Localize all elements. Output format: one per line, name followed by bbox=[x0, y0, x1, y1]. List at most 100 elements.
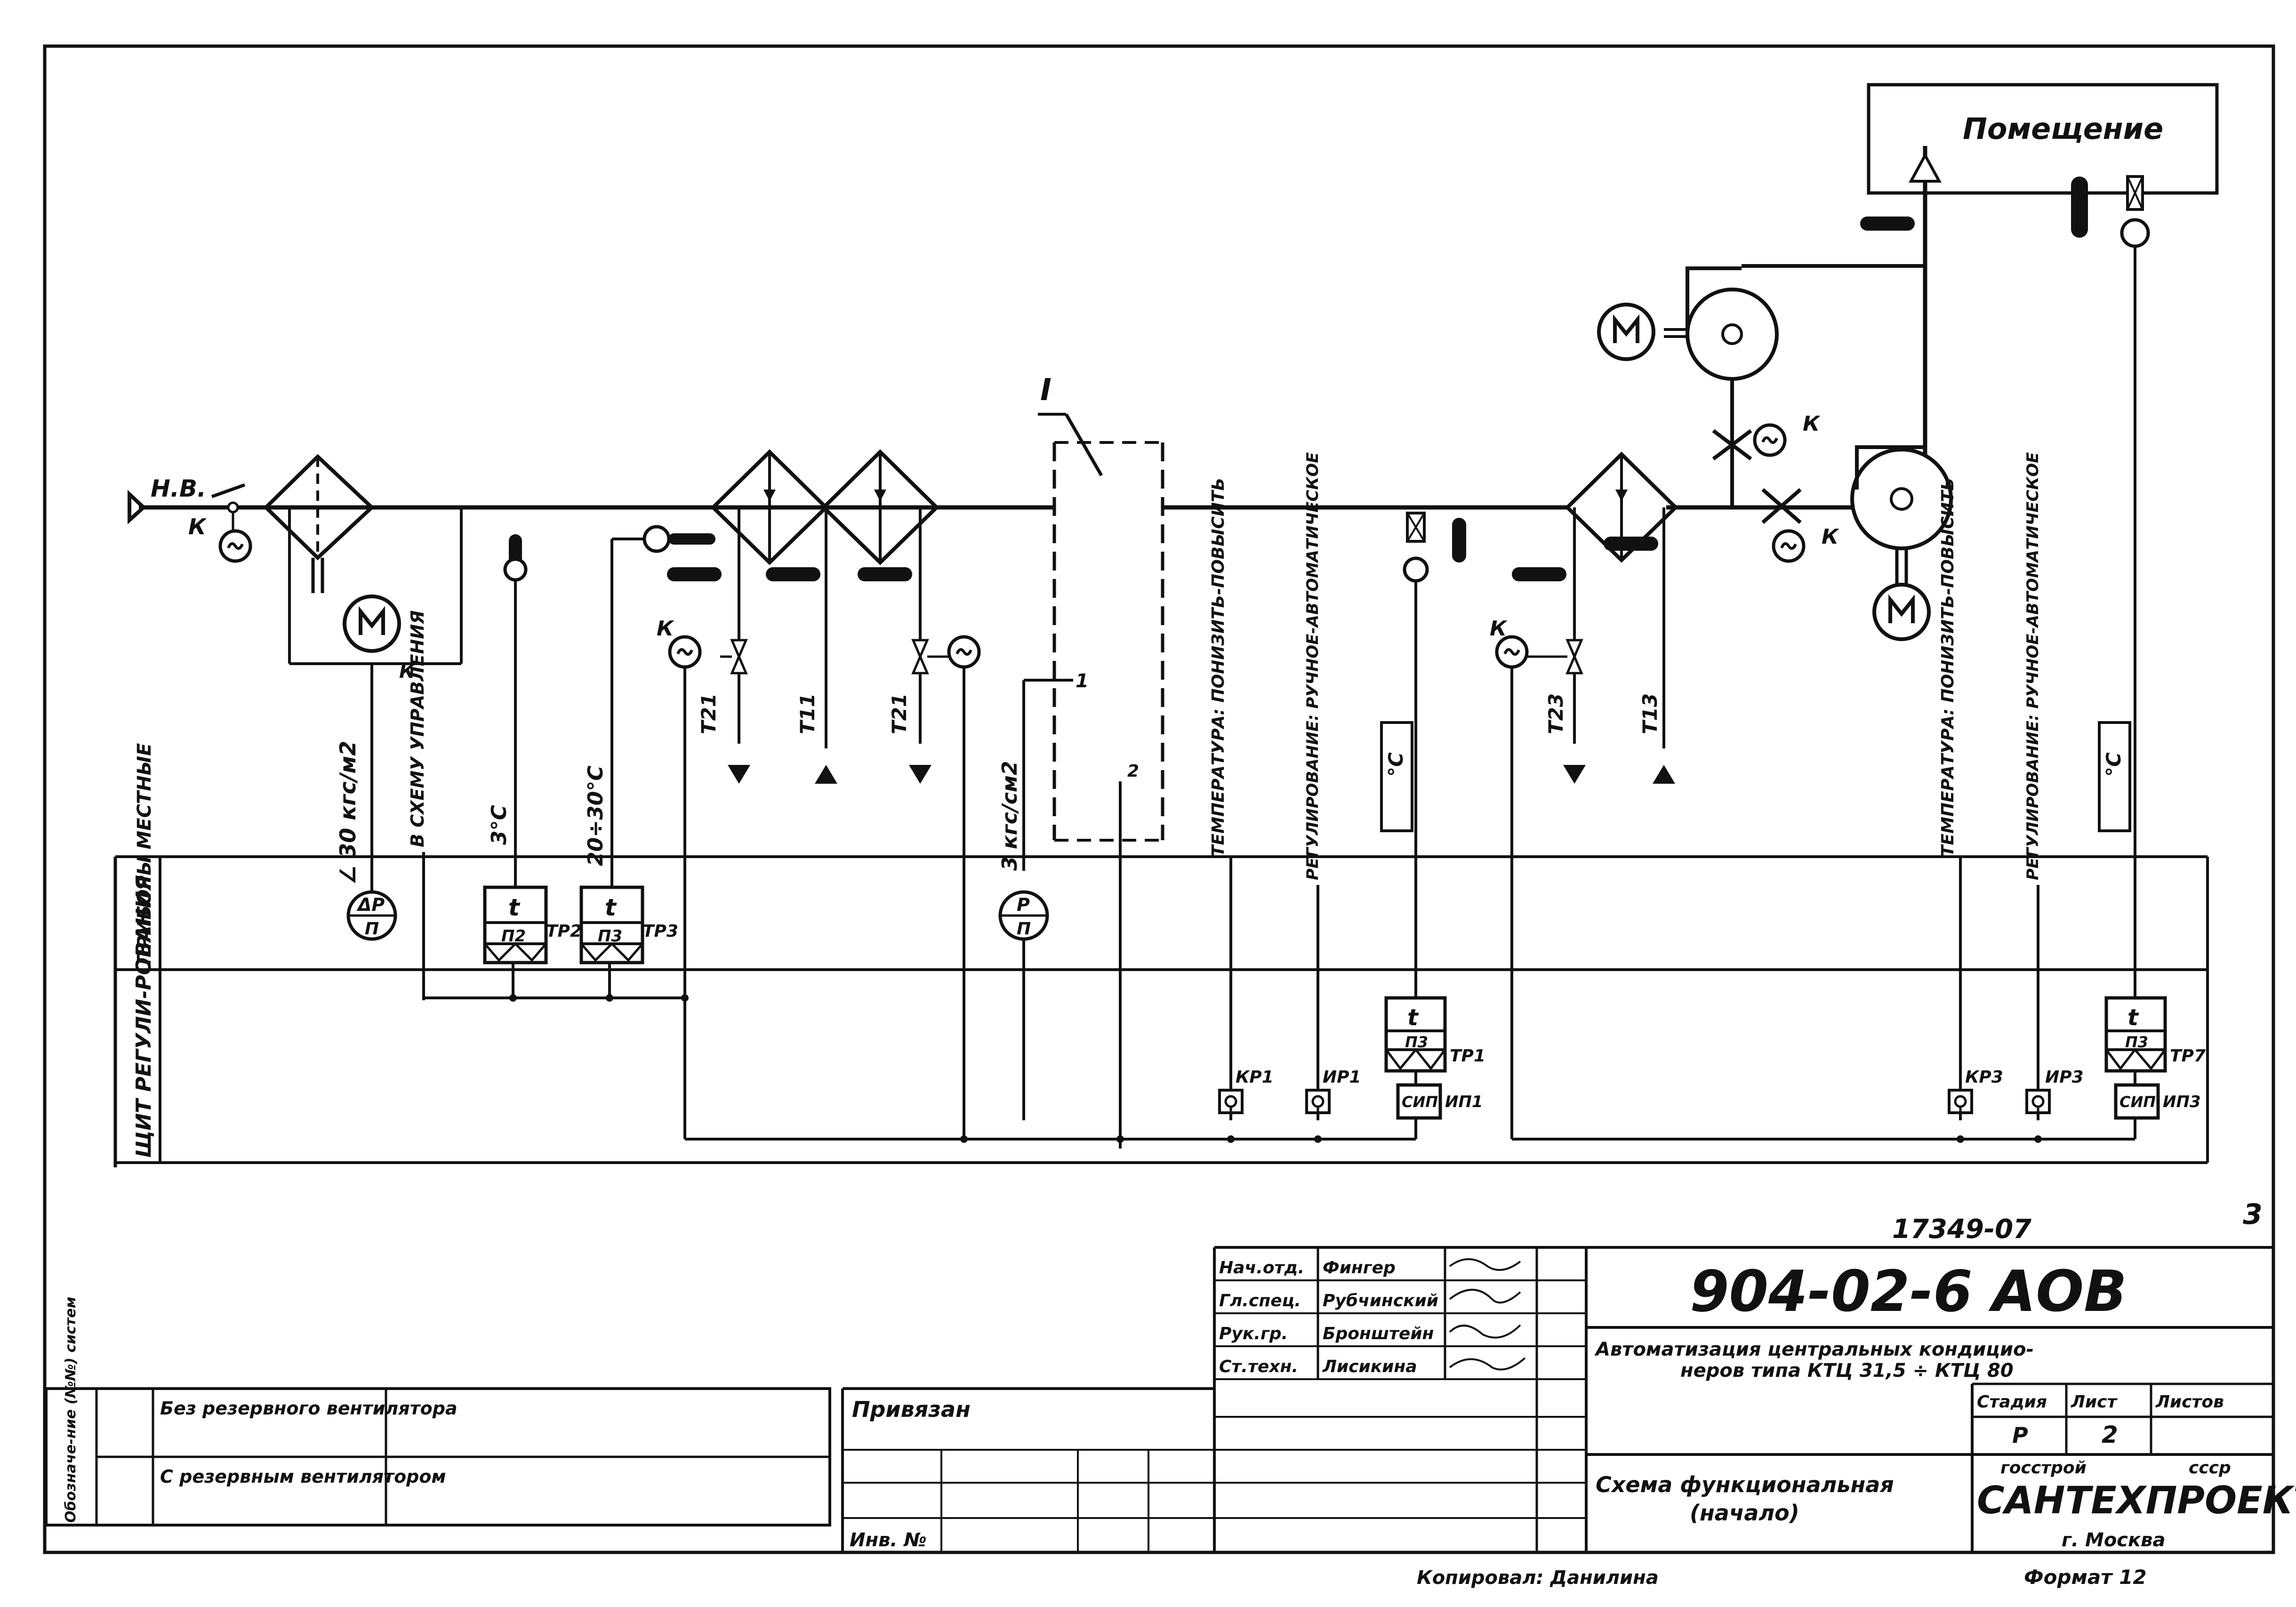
signature-4 bbox=[1449, 1357, 1526, 1371]
instrument-bands: ПРИБОРЫ МЕСТНЫЕ ЩИТ РЕГУЛИ-РОВАНИЯ bbox=[113, 743, 2209, 1167]
sheet-value: 2 bbox=[2102, 1421, 2118, 1448]
kr3-label: КР3 bbox=[1965, 1068, 2003, 1087]
intake-servo-icon bbox=[220, 531, 250, 561]
heater3-valve-servo-icon bbox=[1497, 637, 1527, 667]
kr1-label: КР1 bbox=[1236, 1068, 1274, 1087]
desc-line-1: Автоматизация центральных кондицио- bbox=[1594, 1339, 2034, 1360]
band-local-label: ПРИБОРЫ МЕСТНЫЕ bbox=[134, 743, 155, 965]
air-temp-sensor bbox=[610, 525, 722, 930]
paper-format: Формат 12 bbox=[2024, 1566, 2147, 1589]
band-panel-label: ЩИТ РЕГУЛИ-РОВАНИЯ bbox=[132, 875, 156, 1158]
doc-number: 17349-07 bbox=[1892, 1214, 2031, 1245]
filter-k-label: К bbox=[399, 661, 416, 683]
filter-motor-icon bbox=[345, 596, 399, 651]
signature-3 bbox=[1449, 1324, 1521, 1339]
title-block: 17349-07 3 Нач.отд. Фингер Гл.спец. Рубч… bbox=[45, 1198, 2296, 1589]
reg-command-2-note: РЕГУЛИРОВАНИЕ: РУЧНОЕ-АВТОМАТИЧЕСКОЕ bbox=[2023, 452, 2042, 880]
inv-label: Инв. № bbox=[850, 1529, 927, 1551]
reserve-fan-motor-icon bbox=[1599, 305, 1654, 359]
frost-sensor bbox=[505, 534, 526, 930]
sheet-frame bbox=[43, 44, 2275, 1554]
deg-c-2-label: °C bbox=[2102, 752, 2125, 777]
panel-wiring bbox=[424, 994, 2135, 1143]
pressure-gauge-bottom-label: П bbox=[1017, 919, 1031, 939]
stage-header: Стадия bbox=[1977, 1392, 2047, 1412]
t21-a-return-arrow bbox=[728, 765, 750, 784]
temp-3-note: 3°C bbox=[487, 805, 511, 845]
intake-k-label: К bbox=[188, 514, 207, 539]
air-filter: К bbox=[263, 454, 463, 901]
heater-1: К Т21 bbox=[657, 449, 829, 1139]
signer-2-name: Рубчинский bbox=[1323, 1291, 1438, 1310]
t11-label: Т11 bbox=[796, 693, 819, 734]
tr2-t-label: t bbox=[508, 894, 521, 921]
t21-a-label: Т21 bbox=[697, 693, 720, 734]
tr2-code-label: ТР2 bbox=[546, 922, 582, 941]
t21-b-return-arrow bbox=[909, 765, 931, 784]
signer-3-name: Бронштейн bbox=[1323, 1324, 1434, 1343]
signer-3-role: Рук.гр. bbox=[1219, 1324, 1288, 1343]
heater1-k-label: К bbox=[657, 617, 674, 641]
heater3-k-label: К bbox=[1490, 617, 1508, 641]
ip1-label: ИП1 bbox=[1445, 1093, 1483, 1111]
heater-3: К Т23 Т13 bbox=[1490, 451, 1678, 1139]
tr1-code-label: ТР1 bbox=[1450, 1046, 1485, 1066]
panel-group-1: КР1 ИР1 t П3 ТР1 СИП ИП1 bbox=[1220, 996, 1485, 1139]
variant-header: Обозначе-ние (№№) систем bbox=[63, 1297, 79, 1523]
dp-gauge-top-label: ΔР bbox=[356, 894, 385, 915]
scheme-title-line-2: (начало) bbox=[1690, 1500, 1799, 1526]
org-top-right: ссср bbox=[2189, 1458, 2231, 1478]
main-fan-motor-icon bbox=[1874, 585, 1929, 639]
main-duct bbox=[139, 146, 2136, 510]
privyazan-label: Привязан bbox=[852, 1397, 971, 1422]
kr3-switch-icon bbox=[1949, 1090, 1972, 1113]
t23-return-arrow bbox=[1563, 765, 1586, 784]
signer-4-name: Лисикина bbox=[1322, 1357, 1417, 1376]
stage-value: Р bbox=[2012, 1422, 2028, 1448]
tr1-p-label: П3 bbox=[1405, 1033, 1428, 1051]
t13-label: Т13 bbox=[1638, 693, 1662, 734]
signer-1-name: Фингер bbox=[1323, 1258, 1396, 1278]
main-fan-k-label: К bbox=[1822, 525, 1839, 549]
dp-setpoint-note: ∠ 30 кгс/м2 bbox=[335, 741, 361, 885]
t11-supply-arrow bbox=[815, 765, 837, 784]
tr3-t-label: t bbox=[605, 894, 617, 921]
deg-c-label: °C bbox=[1384, 752, 1407, 777]
tr1-t-label: t bbox=[1407, 1004, 1419, 1031]
intake-label: Н.В. bbox=[151, 475, 206, 502]
reserve-fan-k-label: К bbox=[1803, 412, 1821, 436]
dp-gauge-bottom-label: П bbox=[365, 919, 379, 939]
ir1-switch-icon bbox=[1307, 1090, 1329, 1113]
point-1-label: 1 bbox=[1076, 670, 1089, 692]
tr7-p-label: П3 bbox=[2125, 1033, 2148, 1051]
organization-city: г. Москва bbox=[2062, 1529, 2165, 1551]
reserve-fan: К bbox=[1599, 266, 1821, 461]
room: Помещение °C bbox=[1860, 83, 2219, 998]
temp-20-30-note: 20÷30°C bbox=[584, 765, 608, 866]
tr7-t-label: t bbox=[2127, 1004, 2139, 1031]
control-scheme-note: В СХЕМУ УПРАВЛЕНИЯ bbox=[407, 611, 428, 847]
pressure-note: 3 кгс/см2 bbox=[998, 761, 1022, 871]
ip3-label: ИП3 bbox=[2163, 1093, 2201, 1111]
point-2-label: 2 bbox=[1127, 762, 1139, 781]
intake-grille: Н.В. К bbox=[128, 475, 250, 561]
thermostat-tr2: t П2 ТР2 bbox=[483, 885, 582, 998]
variant-2-line: С резервным вентилятором bbox=[160, 1466, 446, 1487]
sheets-header: Листов bbox=[2155, 1392, 2224, 1412]
dp-gauge: ΔР П bbox=[346, 890, 397, 941]
signature-2 bbox=[1449, 1289, 1521, 1304]
process-notes: ∠ 30 кгс/м2 В СХЕМУ УПРАВЛЕНИЯ 3°C 20÷30… bbox=[335, 452, 2042, 885]
kr1-switch-icon bbox=[1220, 1090, 1242, 1113]
variant-1-line: Без резервного вентилятора bbox=[160, 1398, 458, 1419]
tr3-p-label: П3 bbox=[598, 927, 622, 946]
supply-temp-sensor: °C bbox=[1380, 512, 1466, 998]
pressure-gauge: Р П bbox=[998, 890, 1049, 1120]
sheet-header: Лист bbox=[2071, 1392, 2118, 1412]
pressure-gauge-top-label: Р bbox=[1017, 894, 1030, 915]
doc-code: 904-02-6 АОВ bbox=[1690, 1259, 2127, 1325]
ir3-switch-icon bbox=[2027, 1090, 2049, 1113]
signer-1-role: Нач.отд. bbox=[1219, 1258, 1304, 1278]
copied-by: Копировал: Данилина bbox=[1417, 1567, 1659, 1589]
sheet-corner-number: 3 bbox=[2243, 1198, 2263, 1231]
main-fan: К bbox=[1761, 445, 1953, 639]
